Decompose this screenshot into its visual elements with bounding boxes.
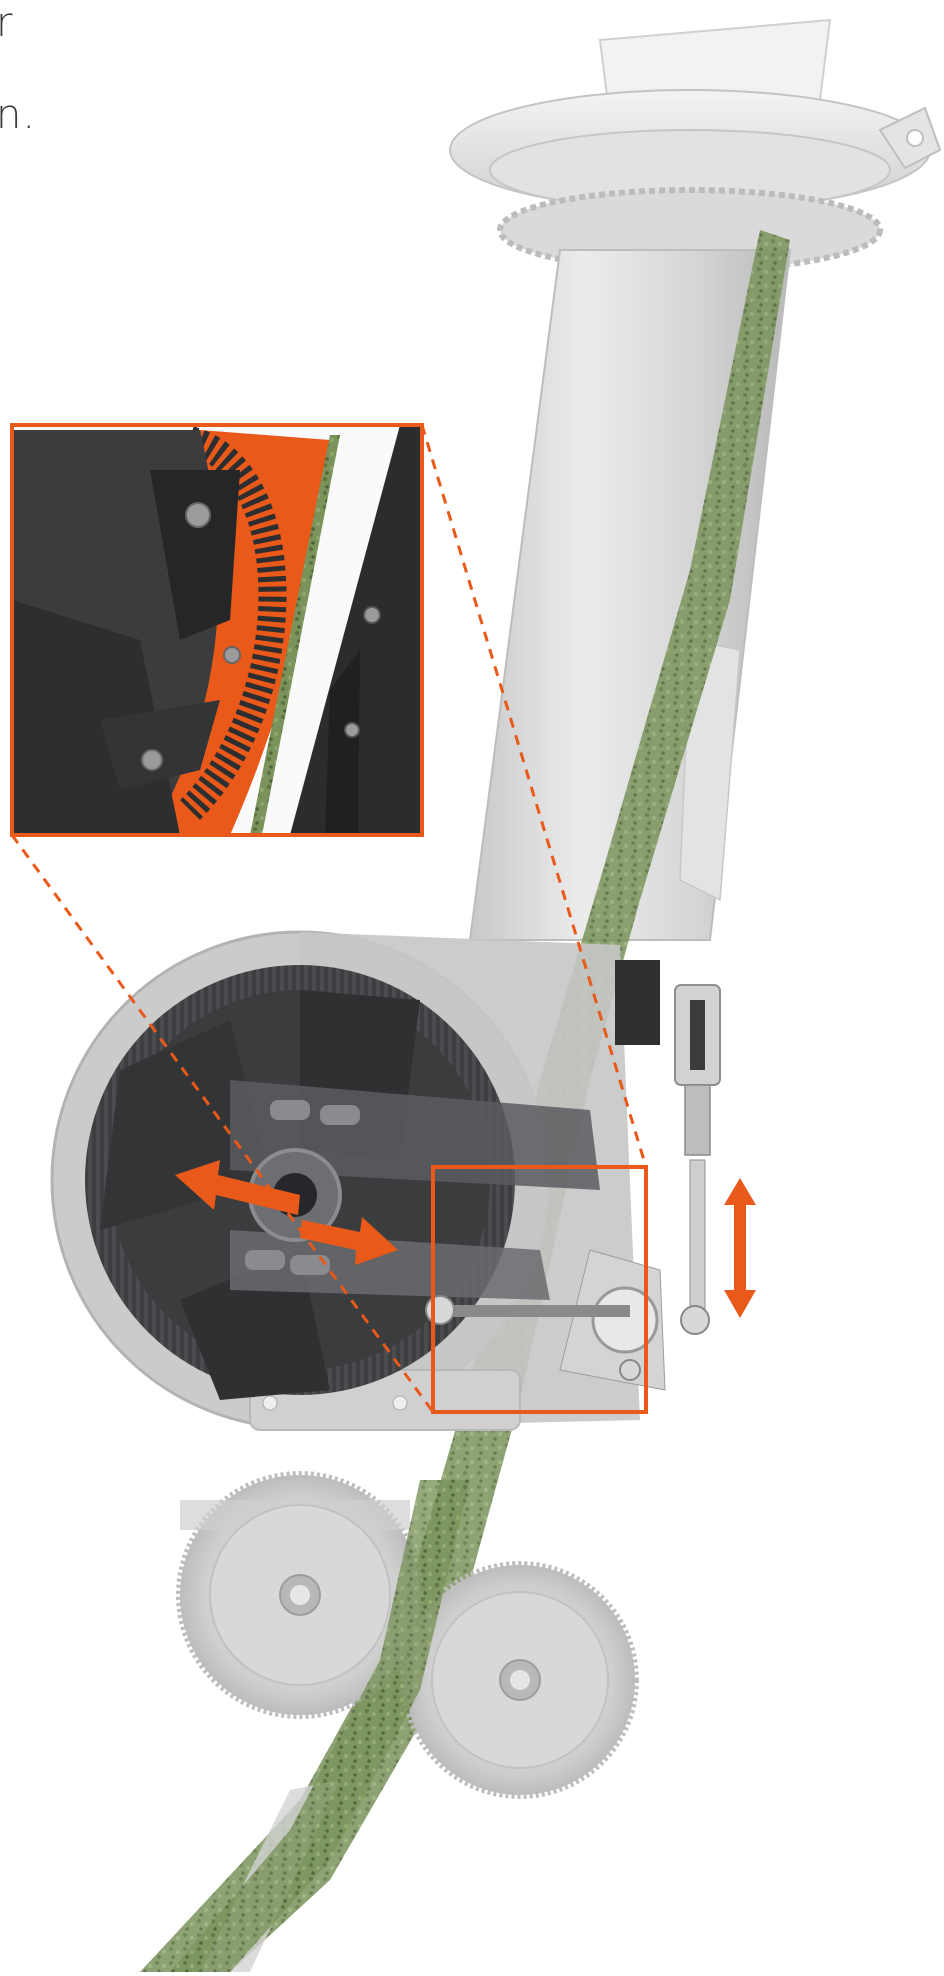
double-arrow-vertical-icon	[724, 1178, 756, 1318]
zoom-leader-lines	[10, 424, 648, 1413]
rotor	[85, 965, 600, 1400]
inset-detail	[10, 423, 424, 837]
feed-tube	[468, 249, 792, 941]
detail-highlight-box	[431, 1165, 648, 1414]
cropped-text-line-2: n.	[0, 92, 37, 138]
intake-hub	[449, 18, 942, 273]
material-stream-front	[170, 1480, 470, 1972]
double-arrow-horizontal-icon	[175, 1160, 398, 1265]
cropped-text-line-1: r	[0, 0, 14, 46]
material-stream	[140, 230, 790, 1972]
side-linkage	[425, 960, 721, 1391]
